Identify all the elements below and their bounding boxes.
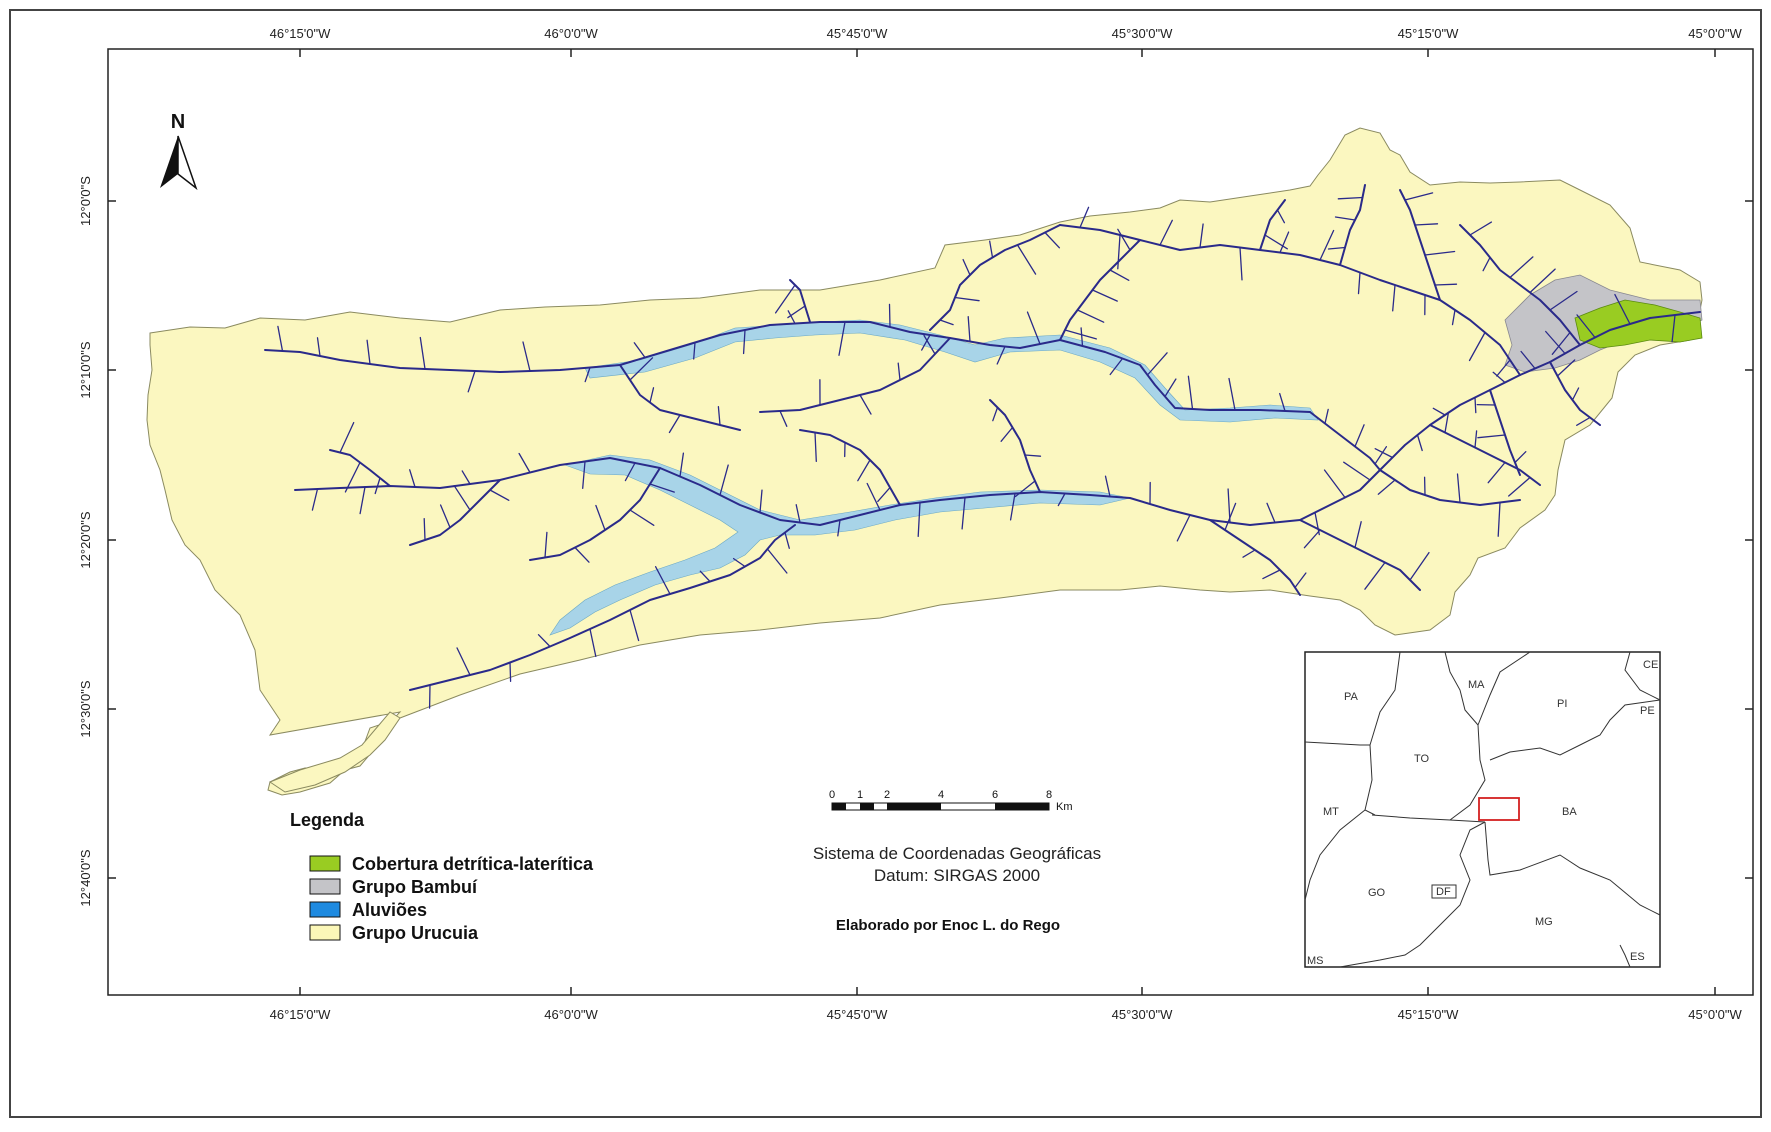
- state-label: MA: [1468, 679, 1485, 691]
- datum: Datum: SIRGAS 2000: [874, 866, 1040, 885]
- tributary-line: [424, 519, 425, 540]
- legend-swatch: [310, 856, 340, 871]
- x-tick-label: 45°15'0"W: [1398, 1007, 1459, 1022]
- state-label: MG: [1535, 916, 1553, 928]
- x-tick-label: 45°45'0"W: [827, 26, 888, 41]
- scale-tick-label: 6: [992, 789, 998, 801]
- legend-swatch: [310, 902, 340, 917]
- legend-label: Grupo Bambuí: [352, 877, 478, 897]
- legend-label: Grupo Urucuia: [352, 923, 479, 943]
- scale-tick-label: 8: [1046, 789, 1052, 801]
- coordinate-system: Sistema de Coordenadas Geográficas: [813, 844, 1101, 863]
- state-label: MS: [1307, 955, 1324, 967]
- x-tick-label: 45°30'0"W: [1112, 26, 1173, 41]
- state-label: TO: [1414, 753, 1430, 765]
- scale-tick-label: 2: [884, 789, 890, 801]
- tributary-line: [1435, 284, 1457, 285]
- state-label: PA: [1344, 691, 1359, 703]
- state-label: MT: [1323, 806, 1339, 818]
- x-tick-label: 45°0'0"W: [1688, 26, 1742, 41]
- y-tick-label: 12°0'0"S: [78, 176, 93, 226]
- tributary-line: [510, 663, 511, 682]
- scale-tick-label: 1: [857, 789, 863, 801]
- state-label: BA: [1562, 806, 1577, 818]
- scale-tick-label: 0: [829, 789, 835, 801]
- tributary-line: [890, 304, 891, 327]
- north-label: N: [171, 111, 185, 133]
- x-tick-label: 45°15'0"W: [1398, 26, 1459, 41]
- state-label: ES: [1630, 951, 1645, 963]
- legend-swatch: [310, 925, 340, 940]
- inset-frame: [1305, 652, 1660, 967]
- y-tick-label: 12°10'0"S: [78, 341, 93, 398]
- author-credit: Elaborado por Enoc L. do Rego: [836, 917, 1060, 934]
- x-tick-label: 46°0'0"W: [544, 1007, 598, 1022]
- scale-unit: Km: [1056, 801, 1073, 813]
- legend-title: Legenda: [290, 810, 365, 830]
- y-tick-label: 12°40'0"S: [78, 849, 93, 906]
- x-tick-label: 45°45'0"W: [827, 1007, 888, 1022]
- legend-label: Aluviões: [352, 900, 427, 920]
- state-label: CE: [1643, 659, 1658, 671]
- y-tick-label: 12°30'0"S: [78, 680, 93, 737]
- x-tick-label: 45°0'0"W: [1688, 1007, 1742, 1022]
- legend-label: Cobertura detrítica-laterítica: [352, 854, 594, 874]
- x-tick-label: 46°0'0"W: [544, 26, 598, 41]
- legend-swatch: [310, 879, 340, 894]
- inset-map: CE PA MA PI PE TO MT BA GO DF MG MS ES: [1305, 652, 1660, 967]
- tributary-line: [1475, 398, 1476, 413]
- state-label: DF: [1436, 886, 1451, 898]
- state-label: GO: [1368, 887, 1386, 899]
- x-tick-label: 46°15'0"W: [270, 1007, 331, 1022]
- scale-tick-label: 4: [938, 789, 944, 801]
- state-label: PI: [1557, 698, 1567, 710]
- x-tick-label: 45°30'0"W: [1112, 1007, 1173, 1022]
- x-tick-label: 46°15'0"W: [270, 26, 331, 41]
- state-label: PE: [1640, 705, 1655, 717]
- y-tick-label: 12°20'0"S: [78, 511, 93, 568]
